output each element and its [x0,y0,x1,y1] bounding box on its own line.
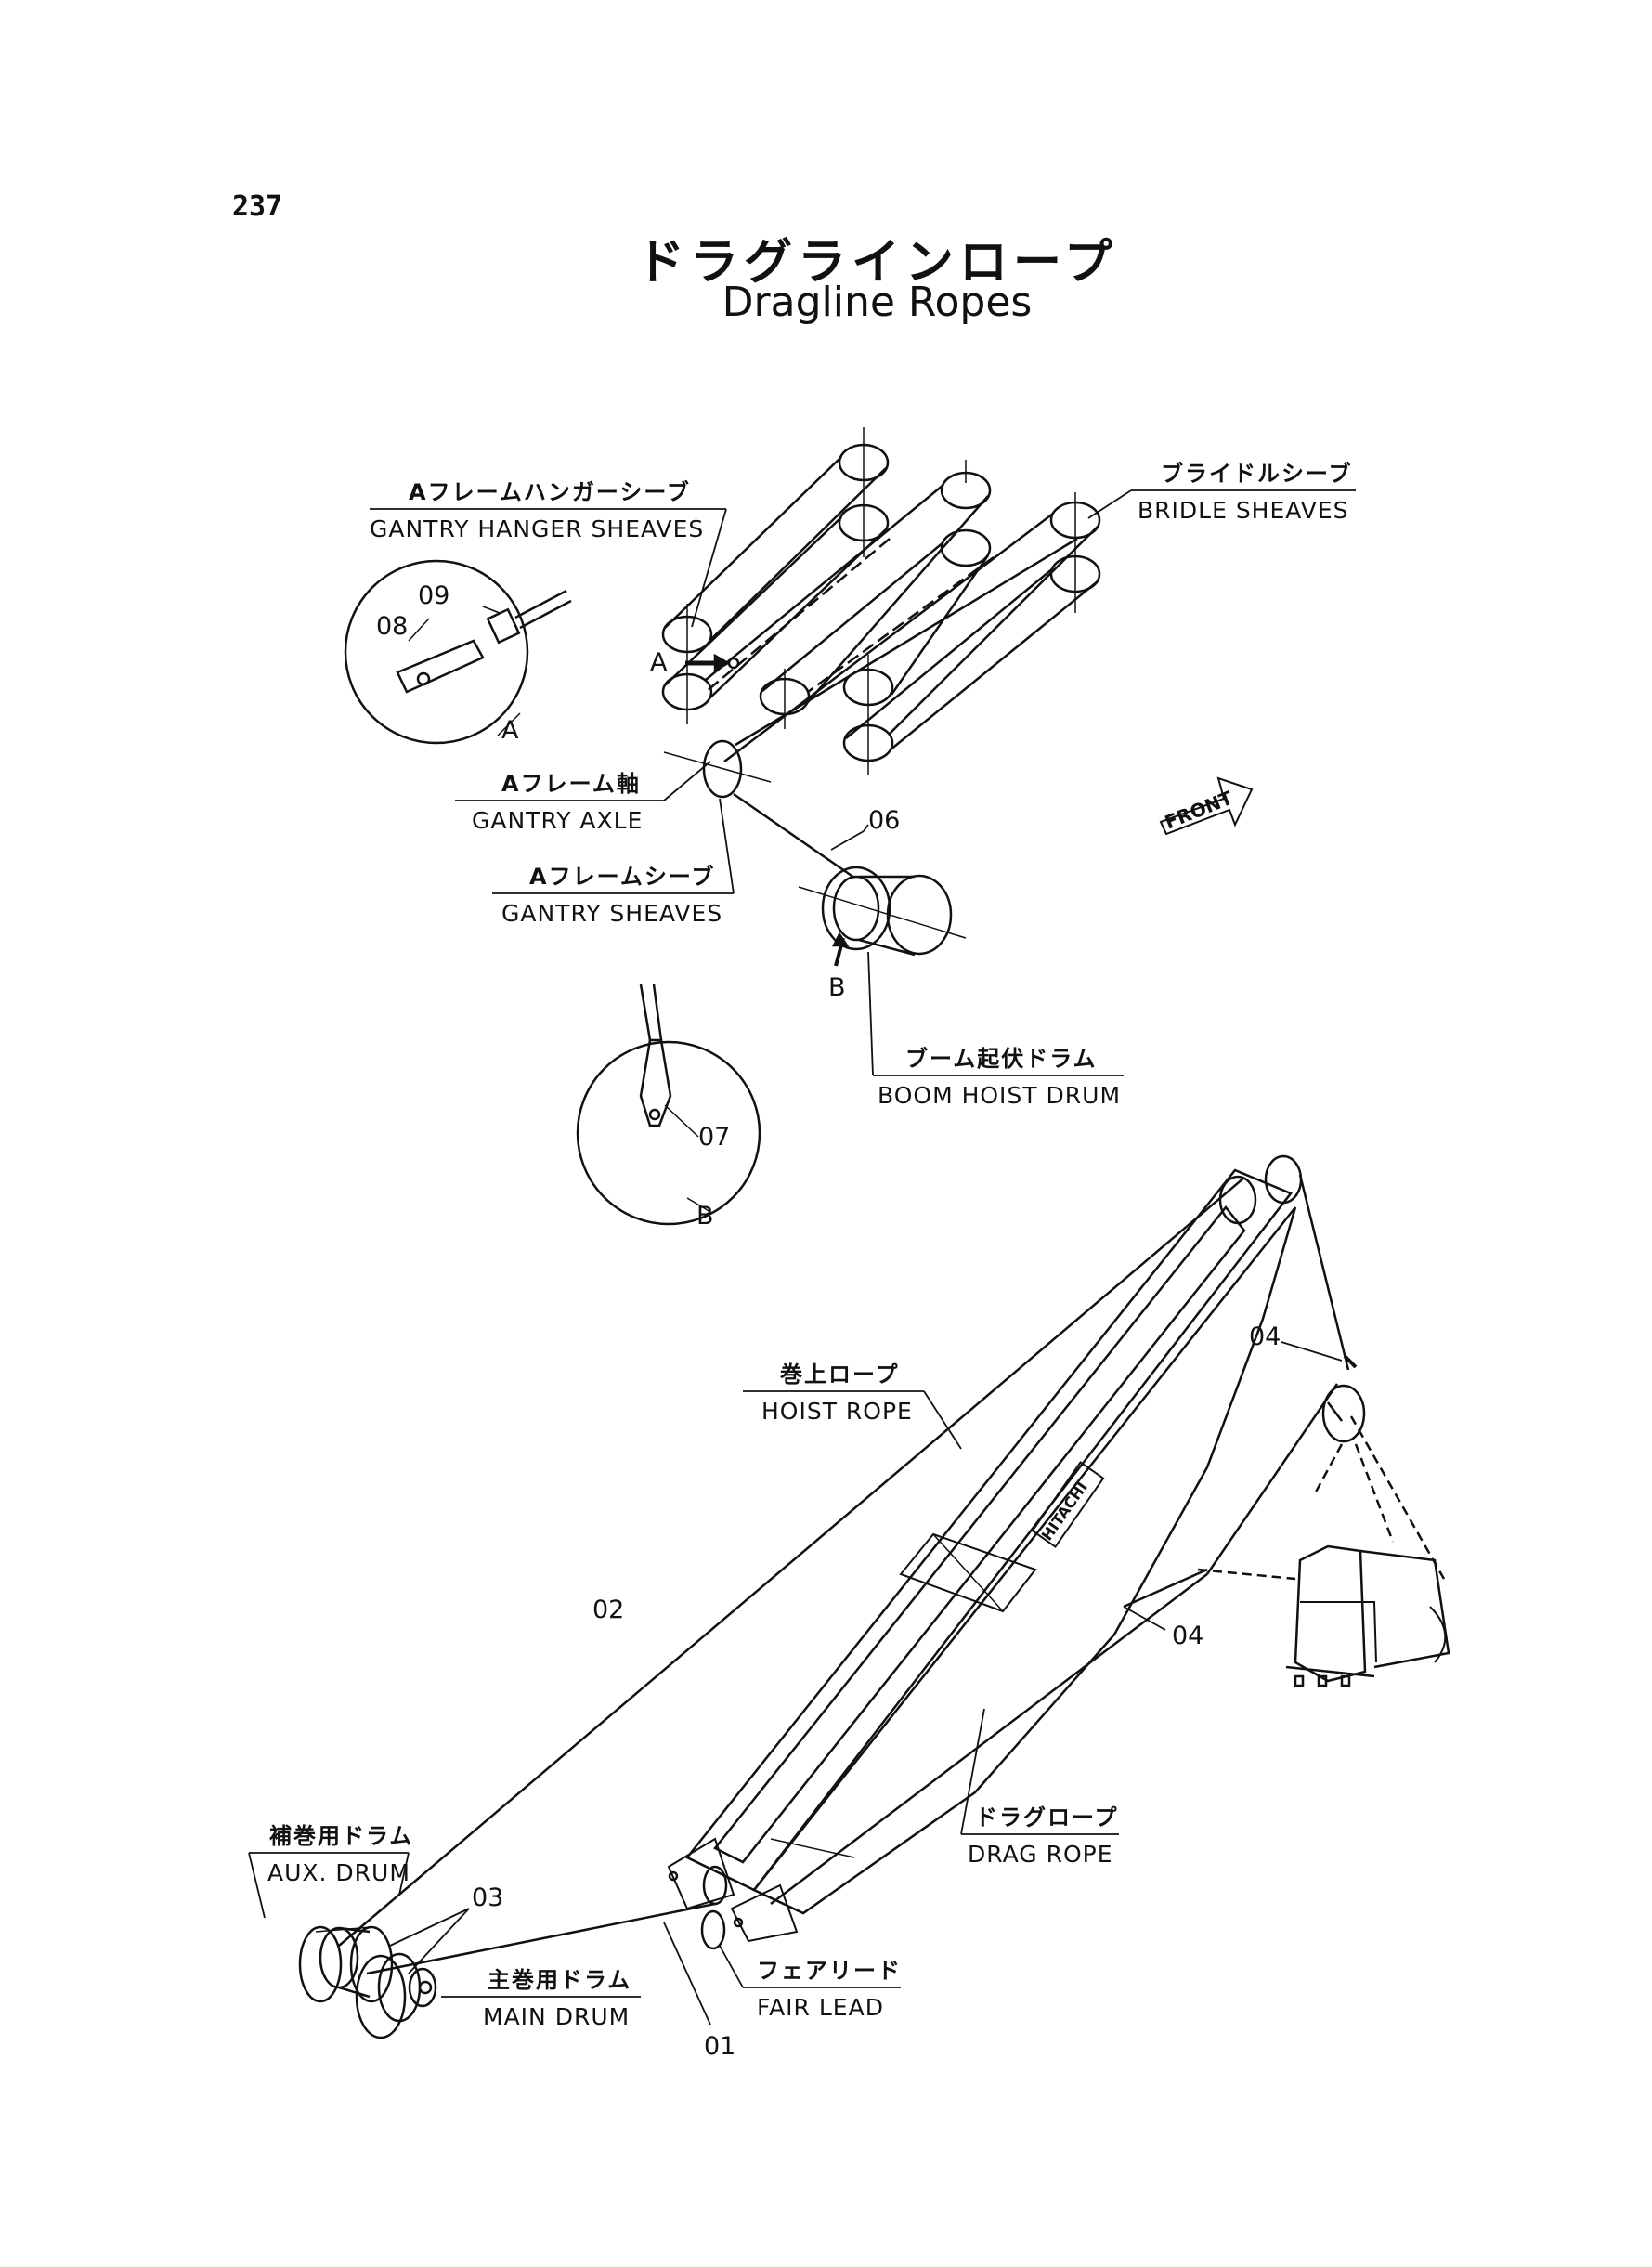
detail-a-label: A [501,716,519,745]
fair-lead-sheave [700,1909,726,1950]
label-gantry-sheaves-jp: Aフレームシーブ [529,864,715,890]
sheave [940,528,992,567]
label-gantry-hanger-sheaves-jp: Aフレームハンガーシーブ [409,479,691,505]
label-aux-drum-jp: 補巻用ドラム [268,1823,413,1849]
label-drag-rope-jp: ドラグロープ [975,1804,1119,1831]
callout-07: 07 [698,1123,730,1152]
label-boom-hoist-drum-en: BOOM HOIST DRUM [878,1082,1121,1109]
label-main-drum-en: MAIN DRUM [483,2003,630,2030]
callout-08: 08 [376,612,408,641]
gantry-sheave-assembly [661,427,1101,879]
callout-01: 01 [704,2032,735,2061]
front-direction-arrow: FRONT [1159,776,1254,836]
boom-point-sheave [1218,1175,1257,1225]
boom-hoist-drum [798,866,967,967]
label-gantry-hanger-sheaves-en: GANTRY HANGER SHEAVES [370,515,704,542]
detail-b [576,984,761,1226]
boom-point-sheave [1264,1154,1303,1205]
label-aux-drum-en: AUX. DRUM [267,1859,410,1886]
callout-09: 09 [418,581,449,610]
gantry-axle [702,739,743,799]
arrow-b-label: B [828,973,846,1002]
detail-a [344,559,572,745]
fair-lead-sheave [702,1865,728,1906]
winch-drums [298,1925,437,2039]
label-hoist-rope-jp: 巻上ロープ [780,1362,900,1388]
page-title-japanese: ドラグラインロープ [636,235,1118,291]
label-fair-lead-en: FAIR LEAD [757,1994,884,2021]
ropes [338,1174,1358,1975]
boom [667,1154,1303,1943]
main-drum-flange [355,1954,407,2039]
callout-03: 03 [472,1883,503,1912]
main-drum-hub [408,1967,437,2008]
detail-b-label: B [696,1202,714,1231]
callout-02: 02 [592,1596,624,1624]
hoist-rope [338,1177,1245,1947]
label-bridle-sheaves-jp: ブライドルシーブ [1161,461,1353,487]
label-boom-hoist-drum-jp: ブーム起伏ドラム [905,1046,1098,1072]
label-hoist-rope-en: HOIST ROPE [761,1398,913,1425]
label-fair-lead-jp: フェアリード [757,1958,902,1984]
label-main-drum-jp: 主巻用ドラム [488,1967,631,1993]
callout-04-upper: 04 [1249,1322,1281,1351]
callout-06: 06 [868,806,900,835]
label-bridle-sheaves-en: BRIDLE SHEAVES [1138,497,1349,524]
dragline-bucket [1197,1384,1450,1687]
label-gantry-sheaves-en: GANTRY SHEAVES [501,900,722,927]
aux-drum-flange [298,1925,343,2003]
labels: Aフレームハンガーシーブ GANTRY HANGER SHEAVES ブライドル… [267,461,1353,2030]
label-drag-rope-en: DRAG ROPE [968,1841,1113,1868]
page-title-english: Dragline Ropes [722,279,1033,326]
front-label: FRONT [1162,787,1236,834]
label-gantry-axle-jp: Aフレーム軸 [501,771,641,797]
leader-lines [248,489,1356,2026]
page-number: 237 [232,190,283,223]
arrow-a-label: A [650,648,668,677]
label-gantry-axle-en: GANTRY AXLE [472,807,643,834]
callouts: 01 02 03 04 04 06 07 08 09 A B A B [376,581,1281,2061]
drag-rope [770,1573,1208,1905]
callout-04-lower: 04 [1172,1622,1203,1650]
